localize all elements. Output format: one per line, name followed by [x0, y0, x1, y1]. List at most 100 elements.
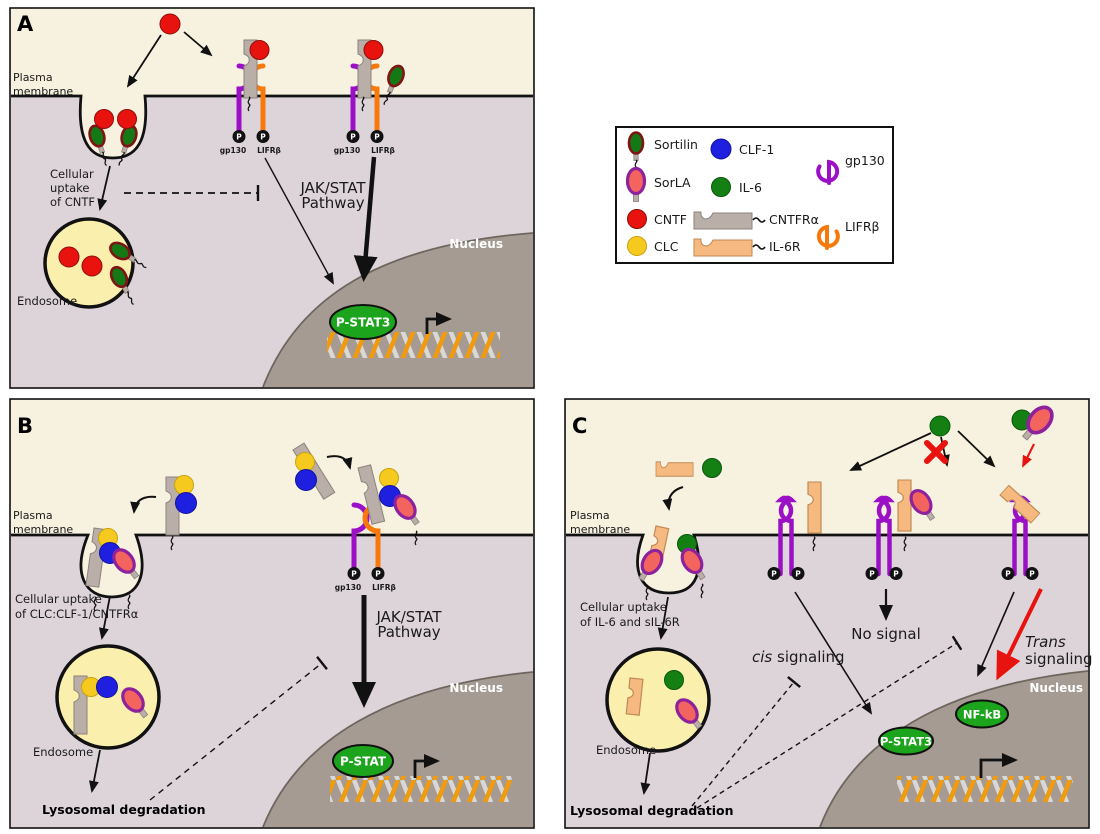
gp130-dimer-cis: P P: [767, 481, 822, 580]
trans-signaling-label: Trans: [1025, 633, 1066, 651]
anchor-squiggle-icon: [752, 217, 766, 223]
endosome: [605, 647, 711, 753]
anchor-squiggle-icon: [752, 244, 766, 250]
cntf-icon: [81, 255, 103, 277]
uptake-curved-arrow: [662, 486, 684, 511]
nucleus-label: Nucleus: [449, 681, 503, 695]
il6r-icon: [807, 481, 822, 534]
uptake-caption: uptake: [50, 181, 89, 195]
legend-il6-label: IL-6: [739, 180, 762, 195]
il6-sorla-complex: [1011, 400, 1059, 447]
phospho-label: P: [1005, 569, 1011, 578]
phospho-badge: [889, 567, 903, 580]
clc-icon: [379, 468, 399, 488]
cis-signal-arrow: [794, 591, 873, 715]
panel-b-border: [9, 398, 535, 829]
endosome-to-lysosome-arrow: [640, 752, 651, 795]
pit-to-endosome-arrow: [657, 596, 669, 640]
panel-b-extracellular: [11, 400, 533, 597]
gp130-label: gp130: [334, 146, 360, 155]
phospho-label: P: [236, 132, 242, 141]
cntf-icon: [159, 13, 181, 35]
uptake-caption: Cellular: [50, 167, 94, 181]
membrane-pit-cargo: [632, 525, 712, 601]
il6-icon: [929, 415, 951, 437]
lysosomal-degradation-label: Lysosomal degradation: [42, 802, 206, 817]
gp130-label: gp130: [335, 583, 361, 592]
pit-to-endosome-arrow: [97, 165, 111, 211]
gp130-icon: [876, 495, 895, 577]
plasma-membrane-label: Plasma: [570, 509, 610, 522]
uptake-caption: Cellular uptake: [15, 592, 102, 606]
sorla-delivery-red-arrow: [1022, 443, 1035, 468]
lysosomal-degradation-label: Lysosomal degradation: [570, 803, 734, 818]
lifrb-label: LIFRβ: [372, 583, 396, 592]
clf1-icon: [710, 138, 732, 160]
gp130-dimer-trans: P P: [999, 484, 1041, 580]
endosome-label: Endosome: [33, 745, 93, 759]
plasma-membrane-label: membrane: [13, 523, 73, 536]
phospho-label: P: [795, 569, 801, 578]
p-stat3-badge: [329, 304, 397, 340]
pit-to-endosome-arrow: [98, 595, 111, 640]
endosome-label: Endosome: [596, 743, 656, 757]
cntf-icon: [117, 109, 137, 129]
clc-icon: [174, 475, 194, 495]
panel-c: C Plasma membrane Cellular uptake of IL-…: [565, 399, 1093, 828]
plasma-membrane-label: Plasma: [13, 509, 53, 522]
clc-icon: [295, 452, 315, 472]
il6-icon: [711, 177, 731, 197]
phospho-badge: [371, 567, 385, 580]
cntf-receptor-complex: P P gp130 LIFRβ: [220, 39, 282, 155]
panel-a-extracellular: [11, 8, 533, 158]
phospho-badge: [370, 130, 384, 143]
p-stat-label: P-STAT: [340, 755, 387, 769]
legend-lifrb-label: LIFRβ: [845, 219, 880, 234]
no-signal-label: No signal: [851, 625, 921, 643]
phospho-badge: [232, 130, 246, 143]
phospho-label: P: [351, 569, 357, 578]
legend-cntfra-label: CNTFRα: [769, 212, 819, 227]
panel-b-label: B: [17, 414, 33, 438]
phospho-label: P: [771, 569, 777, 578]
clc-clf1-cntfra-complex: [292, 442, 336, 500]
jak-stat-label: JAK/STAT: [299, 179, 366, 197]
phospho-badge: [346, 130, 360, 143]
gp130-icon: [778, 495, 797, 577]
legend: Sortilin SorLA CNTF CLC CLF-1 IL-6 CNTFR…: [615, 126, 894, 264]
panel-b: B Plasma membrane Cellular uptake of CLC…: [10, 399, 534, 828]
trans-signaling-label: signaling: [1025, 650, 1093, 668]
trans-signal-red-arrow: [996, 588, 1043, 681]
legend-cntf-label: CNTF: [654, 212, 687, 227]
cntf-icon: [94, 109, 114, 129]
nf-kb-label: NF-kB: [963, 708, 1001, 722]
panel-a: A Plasma membrane P P gp130 LIFRβ: [10, 8, 534, 388]
cntf-to-receptor-arrow: [183, 31, 213, 57]
panel-c-label: C: [572, 414, 587, 438]
phospho-badge: [347, 567, 361, 580]
cntf-receptor-sortilin-complex: P P gp130 LIFRβ: [334, 39, 407, 155]
il6-icon: [664, 670, 684, 690]
clc-icon: [627, 236, 647, 256]
nucleus-border: [262, 671, 534, 828]
clc-receptor-sorla-complex: P P gp130 LIFRβ: [335, 464, 426, 592]
plasma-membrane-label: membrane: [13, 85, 73, 98]
cntf-icon: [363, 40, 384, 60]
signal-arrow-thin: [264, 157, 334, 285]
p-stat3-badge: [878, 726, 934, 756]
panel-a-label: A: [17, 12, 34, 36]
inhibition-dashed-line: [149, 655, 328, 801]
recruitment-curved-arrow: [326, 455, 353, 470]
jak-stat-arrow: [353, 156, 378, 282]
phospho-label: P: [893, 569, 899, 578]
inhibition-dashed-line: [696, 635, 963, 809]
lifrb-icon: [816, 224, 840, 250]
phospho-badge: [865, 567, 879, 580]
il6-to-trans-arrow: [957, 430, 996, 468]
p-stat3-label: P-STAT3: [880, 735, 932, 749]
dna-strand: [330, 776, 512, 802]
blocked-cross-icon: [924, 440, 948, 464]
panel-c-border: [564, 398, 1090, 829]
trans-signal-black-arrow: [977, 591, 1015, 677]
